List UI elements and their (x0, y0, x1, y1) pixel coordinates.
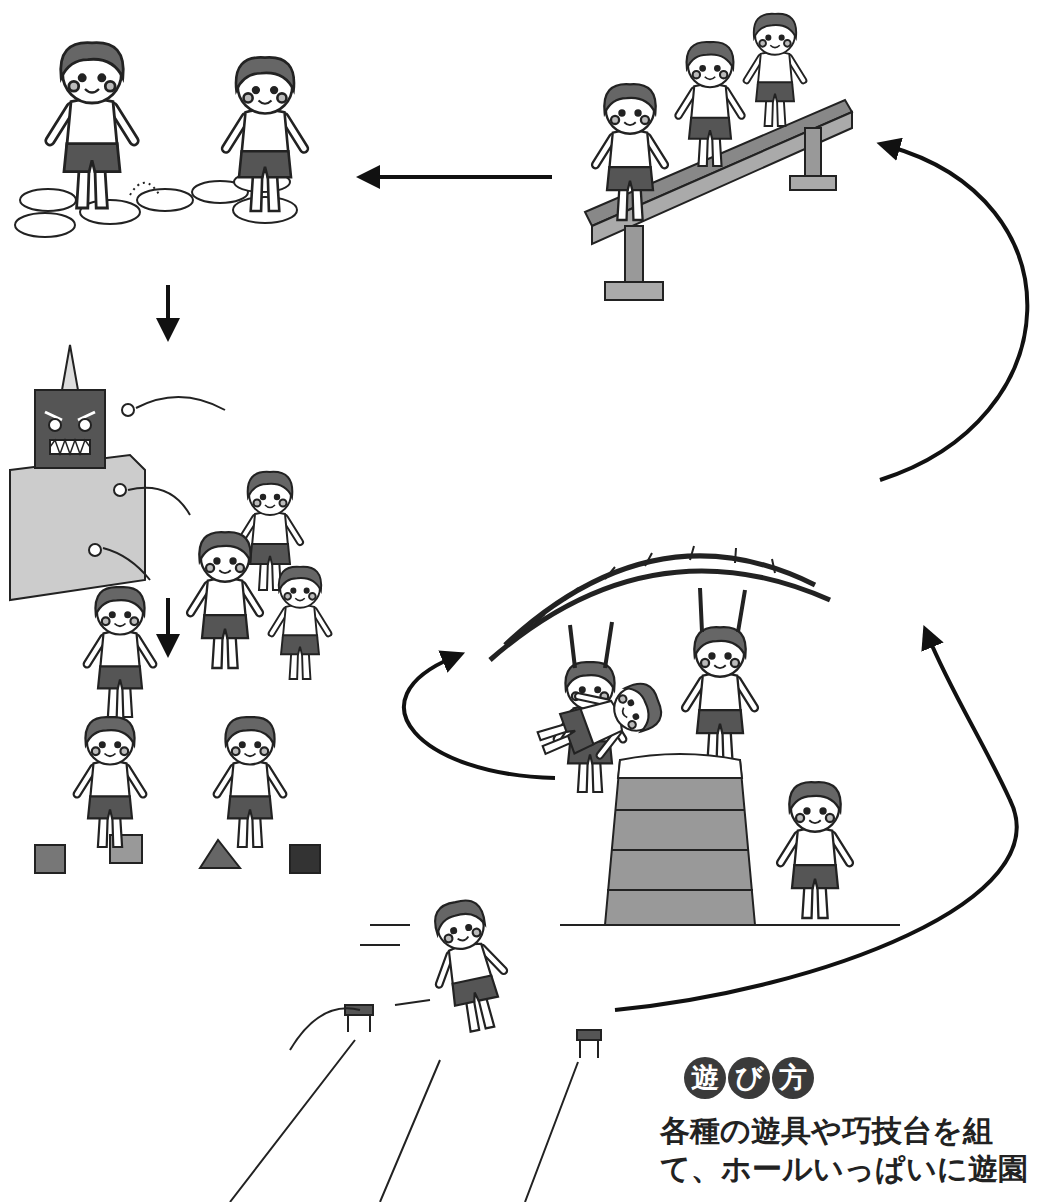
child-figure (226, 57, 304, 211)
heading-circle: 遊 (684, 1057, 726, 1099)
vaulting-box-part (607, 810, 753, 890)
hurdle-run-part (360, 925, 430, 1005)
flow-arrow (166, 598, 170, 646)
child-figure (596, 84, 665, 220)
step-blocks (35, 717, 320, 873)
step-blocks-part (35, 845, 65, 873)
heading-character: び (735, 1064, 764, 1092)
oni-target-part-part (128, 488, 190, 515)
oni-target-part-part (136, 397, 225, 410)
hurdle-run-part (580, 1040, 598, 1058)
hurdle-run-part (577, 1030, 601, 1040)
child-figure (679, 42, 742, 166)
oni-target-part (89, 404, 134, 556)
hurdle-run-part (290, 1008, 360, 1050)
stepping-stones-part (137, 189, 193, 211)
heading-circle: び (728, 1057, 770, 1099)
child-figure (87, 587, 153, 717)
oni-target-part-part (114, 484, 126, 496)
step-blocks-part (200, 840, 240, 868)
child-figure (77, 717, 143, 847)
heading-circle: 方 (772, 1057, 814, 1099)
stepping-stones-part (20, 189, 76, 211)
hurdle-run-part (230, 1040, 578, 1202)
heading-character: 方 (779, 1064, 807, 1092)
vaulting-box-part (560, 924, 900, 926)
oni-target-part (62, 345, 78, 390)
vaulting-box (531, 671, 900, 925)
balance-beam-part (790, 176, 836, 190)
stepping-stones-part (233, 197, 297, 223)
oni-target-part-part (89, 544, 101, 556)
monkey-bars-part (530, 546, 775, 628)
child-figure (686, 627, 755, 763)
oni-target (10, 345, 329, 717)
monkey-bars-part (505, 556, 815, 645)
monkey-bars (490, 546, 830, 792)
hurdle-run (230, 895, 601, 1202)
vaulting-box-part (605, 760, 755, 925)
stepping-stones-part (15, 213, 75, 237)
vaulting-box-part (618, 754, 742, 778)
oni-target-part-part (103, 548, 150, 580)
oni-target-part (10, 455, 145, 600)
step-blocks-part (290, 845, 320, 873)
flow-arrow (166, 285, 170, 330)
oni-target-part (50, 440, 90, 454)
heading-character: 遊 (691, 1064, 719, 1092)
hurdle-run-part (348, 1015, 370, 1032)
child-figure (217, 717, 283, 847)
oni-target-part (79, 419, 91, 431)
flow-arrow (880, 146, 1027, 480)
child-figure (747, 14, 804, 126)
flow-arrows (168, 146, 1027, 1010)
child-figure (531, 671, 669, 773)
stepping-stones (15, 43, 304, 237)
balance-beam-part (625, 226, 643, 282)
flow-arrow (368, 175, 552, 179)
flow-arrow (404, 657, 555, 778)
oni-target-part (50, 440, 90, 454)
description-text: 各種の遊具や巧技台を組 て、ホールいっぱいに遊園 (660, 1112, 1045, 1188)
child-figure (272, 567, 329, 679)
child-figure (423, 895, 515, 1036)
balance-beam-part (605, 282, 663, 300)
oni-target-part (49, 419, 61, 431)
stepping-stones-part (130, 183, 160, 196)
child-figure (781, 782, 850, 918)
oni-target-part (35, 390, 105, 468)
oni-target-part-part (122, 404, 134, 416)
balance-beam-part (805, 128, 821, 176)
child-figure (50, 43, 134, 208)
monkey-bars-part (570, 588, 745, 668)
balance-beam (585, 14, 852, 300)
child-figure (191, 532, 260, 668)
